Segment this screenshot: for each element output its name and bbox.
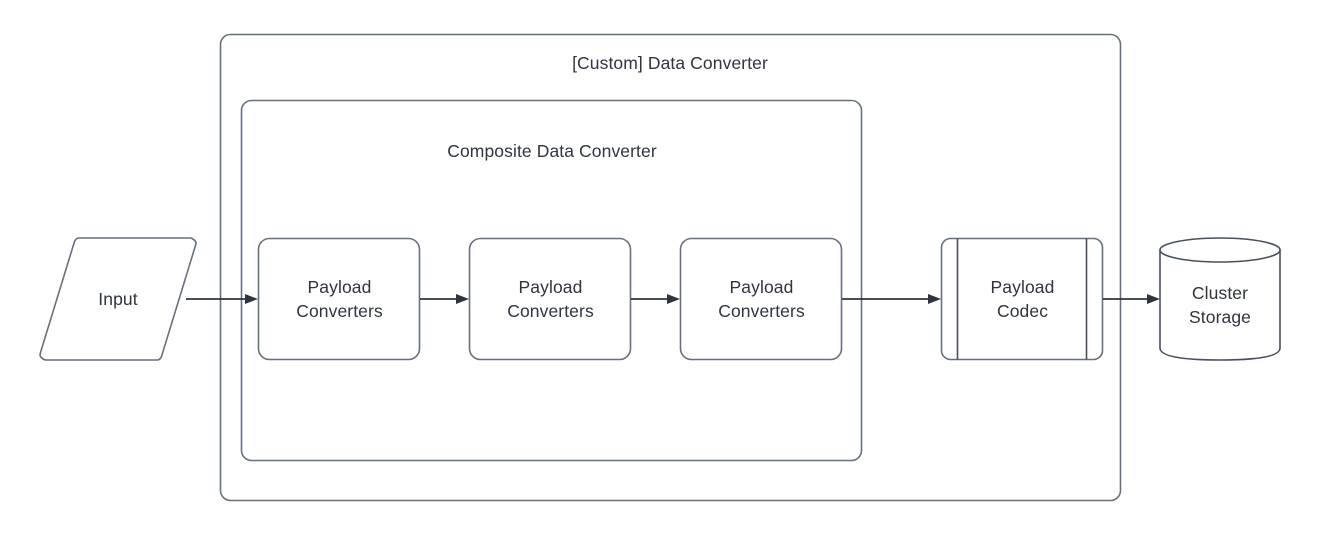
node-input[interactable] [39, 237, 197, 361]
cluster-storage-body [1159, 249, 1281, 361]
edge-input-to-payload-converters-1 [186, 294, 258, 304]
edge-payload-codec-to-cluster-storage [1103, 294, 1160, 304]
payload-codec-body [940, 237, 1104, 361]
edge-payload-converters-2-to-3 [631, 294, 680, 304]
node-payload-converters-3[interactable] [679, 237, 843, 361]
arrow-head-icon [456, 294, 469, 304]
node-payload-converters-1[interactable] [257, 237, 421, 361]
arrow-head-icon [928, 294, 941, 304]
node-payload-converters-2[interactable] [468, 237, 632, 361]
node-cluster-storage[interactable] [1159, 237, 1281, 361]
cluster-storage-top [1159, 237, 1281, 263]
edge-payload-converters-3-to-payload-codec [842, 294, 941, 304]
arrow-head-icon [1147, 294, 1160, 304]
edge-payload-converters-1-to-2 [420, 294, 469, 304]
node-payload-codec[interactable] [940, 237, 1104, 361]
arrow-head-icon [667, 294, 680, 304]
arrow-head-icon [245, 294, 258, 304]
